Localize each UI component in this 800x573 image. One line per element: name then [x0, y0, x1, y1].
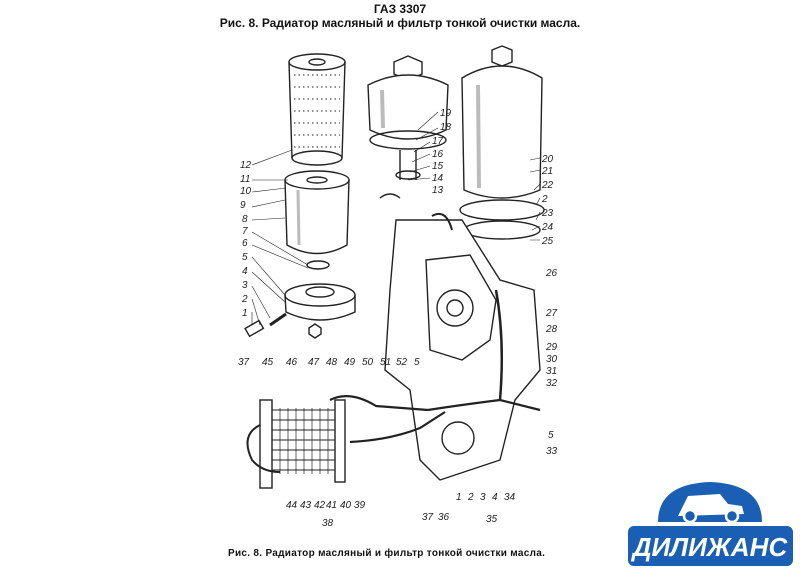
- callout-28: 28: [545, 324, 558, 335]
- callout-18: 18: [440, 122, 452, 133]
- callout-5-right: 5: [548, 430, 554, 441]
- callout-43: 43: [300, 500, 312, 511]
- callout-45: 45: [262, 357, 274, 368]
- callout-30: 30: [546, 354, 558, 365]
- callout-42: 42: [314, 500, 326, 511]
- callout-52: 52: [396, 357, 408, 368]
- engine-block: [384, 219, 541, 481]
- callout-49: 49: [344, 357, 356, 368]
- car-icon: [678, 494, 744, 524]
- callout-3: 3: [242, 280, 248, 291]
- callout-20: 20: [541, 154, 554, 165]
- callout-51: 51: [380, 357, 391, 368]
- callout-4: 4: [242, 266, 248, 277]
- callout-50: 50: [362, 357, 374, 368]
- callout-14: 14: [432, 173, 444, 184]
- callout-2-bottom: 2: [467, 492, 474, 503]
- callout-1-bottom: 1: [456, 492, 462, 503]
- callout-39: 39: [354, 500, 366, 511]
- callout-44: 44: [286, 500, 298, 511]
- callout-37: 37: [238, 357, 250, 368]
- logo-text: ДИЛИЖАНС: [631, 532, 789, 562]
- oil-radiator: [246, 399, 346, 489]
- center-filter: [367, 55, 449, 199]
- technical-drawing: 12 11 10 9 8 7 6 5 4 3 2 1 19 18 17 16 1…: [238, 45, 558, 529]
- callout-40: 40: [340, 500, 352, 511]
- callout-13: 13: [432, 185, 444, 196]
- callout-1: 1: [242, 308, 248, 319]
- callout-37-bottom: 37: [422, 512, 434, 523]
- callout-21: 21: [541, 166, 553, 177]
- callout-27: 27: [545, 308, 558, 319]
- callout-34: 34: [504, 492, 516, 503]
- callout-10: 10: [240, 186, 252, 197]
- filter-base: [244, 283, 356, 338]
- figure-model: ГАЗ 3307: [373, 2, 427, 16]
- callout-33: 33: [546, 446, 558, 457]
- callout-5-mid: 5: [414, 357, 420, 368]
- callout-23: 23: [541, 208, 554, 219]
- callout-labels: 12 11 10 9 8 7 6 5 4 3 2 1 19 18 17 16 1…: [238, 108, 558, 529]
- callout-9: 9: [240, 200, 246, 211]
- callout-15: 15: [432, 161, 444, 172]
- oil-lines: [329, 212, 541, 444]
- callout-38: 38: [322, 518, 334, 529]
- callout-12: 12: [240, 160, 252, 171]
- callout-22: 22: [541, 180, 554, 191]
- callout-26: 26: [545, 268, 558, 279]
- callout-8: 8: [242, 214, 248, 225]
- right-filter: [459, 45, 545, 240]
- callout-5: 5: [242, 252, 248, 263]
- dilizhans-logo: ДИЛИЖАНС: [628, 482, 793, 566]
- callout-35: 35: [486, 514, 498, 525]
- callout-16: 16: [432, 149, 444, 160]
- callout-47: 47: [308, 357, 320, 368]
- callout-36: 36: [438, 512, 450, 523]
- callout-2: 2: [241, 294, 248, 305]
- callout-48: 48: [326, 357, 338, 368]
- callout-31: 31: [546, 366, 557, 377]
- callout-29: 29: [545, 342, 558, 353]
- figure-caption: Рис. 8. Радиатор масляный и фильтр тонко…: [228, 548, 546, 559]
- callout-32: 32: [546, 378, 558, 389]
- callout-24: 24: [541, 222, 554, 233]
- callout-7: 7: [242, 226, 248, 237]
- callout-46: 46: [286, 357, 298, 368]
- callout-19: 19: [440, 108, 452, 119]
- filter-housing: [284, 170, 350, 255]
- callout-11: 11: [240, 174, 250, 185]
- filter-element: [288, 53, 346, 166]
- callout-3-bottom: 3: [480, 492, 486, 503]
- callout-17: 17: [432, 136, 444, 147]
- callout-41: 41: [326, 500, 337, 511]
- callout-25: 25: [541, 236, 554, 247]
- callout-4-bottom: 4: [492, 492, 498, 503]
- figure-title: Рис. 8. Радиатор масляный и фильтр тонко…: [219, 16, 581, 30]
- callout-6: 6: [242, 238, 248, 249]
- callout-2-upper: 2: [541, 194, 548, 205]
